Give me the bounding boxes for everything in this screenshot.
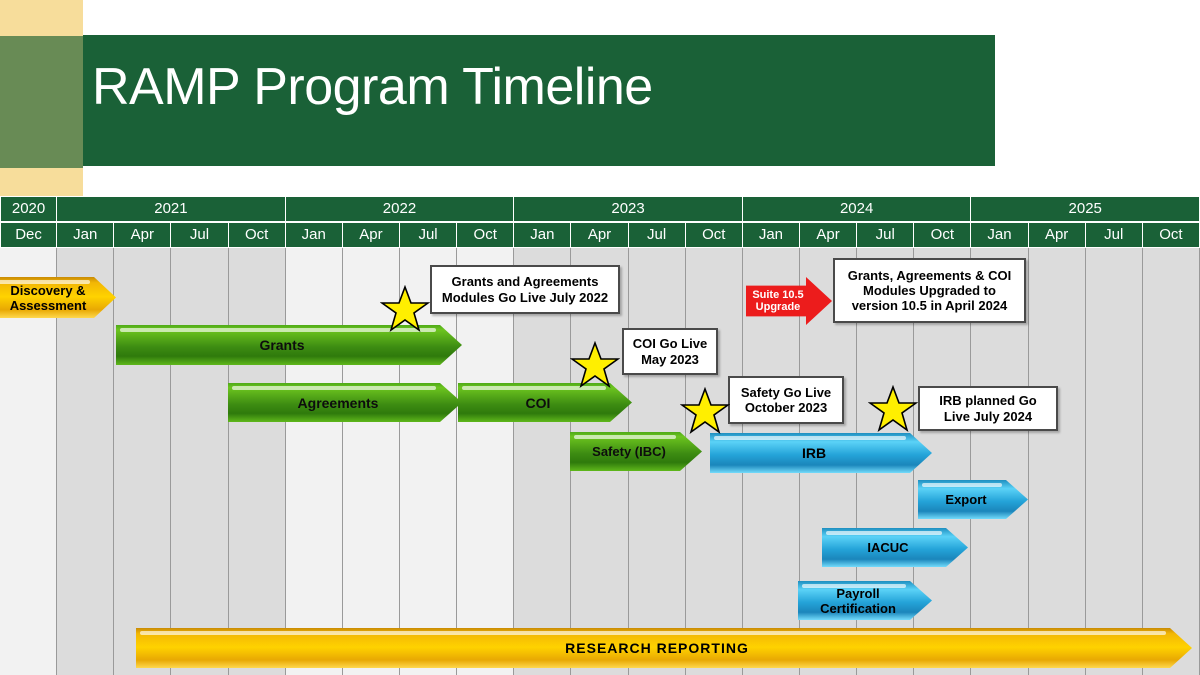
callout-coi-golive-line1: COI Go Live (632, 336, 708, 352)
bar-safety-label: Safety (IBC) (592, 444, 666, 459)
callout-upgrade-105-line1: Grants, Agreements & COI (847, 267, 1012, 283)
callout-upgrade-105-line2: Modules Upgraded to (863, 282, 996, 298)
timeline-month-2-Apr: Apr (114, 222, 172, 248)
timeline-month-7-Jul: Jul (400, 222, 458, 248)
bar-grants[interactable]: Grants (116, 325, 462, 365)
timeline-grid-column-3 (171, 248, 229, 675)
bar-payroll-certification[interactable]: Payroll Certification (798, 581, 932, 620)
timeline-grid-column-18 (1028, 248, 1086, 675)
bar-discovery-assessment[interactable]: Discovery & Assessment (0, 277, 116, 318)
callout-grants-agreements: Grants and Agreements Modules Go Live Ju… (430, 265, 620, 314)
bar-discovery-label-line1: Discovery & (10, 282, 86, 298)
callout-coi-golive-text: COI Go Live May 2023 (633, 336, 707, 367)
timeline-grid-column-9 (514, 248, 572, 675)
callout-grants-agreements-text: Grants and Agreements Modules Go Live Ju… (442, 274, 608, 305)
bar-discovery-label-line2: Assessment (9, 297, 87, 313)
bar-export[interactable]: Export (918, 480, 1028, 519)
timeline-grid-column-1 (57, 248, 115, 675)
timeline-month-20-Oct: Oct (1142, 222, 1200, 248)
timeline-month-6-Apr: Apr (342, 222, 400, 248)
timeline-month-1-Jan: Jan (57, 222, 115, 248)
timeline-month-19-Jul: Jul (1085, 222, 1143, 248)
timeline-grid-column-4 (228, 248, 286, 675)
timeline-month-12-Oct: Oct (685, 222, 743, 248)
milestone-star-coi (570, 341, 620, 391)
title-sage-block (0, 36, 83, 168)
callout-irb-golive-line2: Live July 2024 (943, 408, 1033, 424)
page-title: RAMP Program Timeline (92, 58, 653, 116)
callout-irb-golive-line1: IRB planned Go (939, 393, 1037, 409)
bar-suite-upgrade-label: Suite 10.5 Upgrade (752, 289, 825, 313)
timeline-year-2021: 2021 (57, 196, 286, 222)
timeline-year-2020: 2020 (0, 196, 58, 222)
callout-safety-golive-line1: Safety Go Live (740, 384, 832, 400)
bar-irb[interactable]: IRB (710, 433, 932, 473)
timeline-month-4-Oct: Oct (228, 222, 286, 248)
timeline-month-3-Jul: Jul (171, 222, 229, 248)
timeline-month-10-Apr: Apr (571, 222, 629, 248)
timeline-month-0-Dec: Dec (0, 222, 58, 248)
bar-agreements[interactable]: Agreements (228, 383, 462, 422)
timeline-grid-column-2 (114, 248, 172, 675)
callout-coi-golive: COI Go Live May 2023 (622, 328, 718, 375)
timeline-month-18-Apr: Apr (1028, 222, 1086, 248)
title-tan-strip-top (0, 0, 83, 36)
bar-coi-label: COI (525, 394, 551, 411)
title-tan-strip-bottom (0, 168, 83, 196)
bar-payroll-label: Payroll Certification (820, 585, 896, 616)
callout-safety-golive-text: Safety Go Live October 2023 (741, 385, 831, 416)
callout-safety-golive-line2: October 2023 (744, 400, 828, 415)
bar-irb-label: IRB (801, 445, 827, 461)
callout-upgrade-105: Grants, Agreements & COI Modules Upgrade… (833, 258, 1026, 323)
timeline-month-13-Jan: Jan (742, 222, 800, 248)
callout-upgrade-105-line3: version 10.5 in April 2024 (851, 298, 1008, 314)
timeline-month-14-Apr: Apr (800, 222, 858, 248)
milestone-star-grants (380, 285, 430, 335)
timeline-month-15-Jul: Jul (857, 222, 915, 248)
timeline-month-17-Jan: Jan (971, 222, 1029, 248)
title-banner (83, 35, 995, 166)
timeline-grid-column-6 (342, 248, 400, 675)
timeline-grid-column-20 (1142, 248, 1200, 675)
timeline-month-16-Oct: Oct (914, 222, 972, 248)
bar-agreements-label: Agreements (297, 394, 379, 411)
bar-suite-upgrade-line2: Upgrade (755, 301, 801, 313)
timeline-year-2024: 2024 (742, 196, 972, 222)
timeline-month-11-Jul: Jul (628, 222, 686, 248)
timeline-grid-column-19 (1085, 248, 1143, 675)
timeline-year-2022: 2022 (285, 196, 515, 222)
timeline-year-2023: 2023 (514, 196, 743, 222)
bar-export-label: Export (945, 492, 987, 507)
bar-suite-upgrade-line1: Suite 10.5 (752, 289, 804, 301)
bar-iacuc-label: IACUC (867, 540, 909, 555)
callout-irb-golive-text: IRB planned Go Live July 2024 (939, 393, 1037, 424)
timeline-grid-column-5 (285, 248, 343, 675)
timeline-grid-column-0 (0, 248, 58, 675)
timeline-grid-column-8 (457, 248, 515, 675)
bar-grants-label: Grants (259, 337, 305, 353)
timeline-year-2025: 2025 (971, 196, 1200, 222)
callout-grants-agreements-line1: Grants and Agreements (451, 274, 599, 290)
timeline-month-8-Oct: Oct (457, 222, 515, 248)
bar-discovery-label: Discovery & Assessment (10, 283, 101, 313)
callout-coi-golive-line2: May 2023 (641, 351, 699, 367)
bar-reporting-label: RESEARCH REPORTING (565, 640, 749, 656)
bar-research-reporting[interactable]: RESEARCH REPORTING (136, 628, 1192, 668)
bar-iacuc[interactable]: IACUC (822, 528, 968, 567)
callout-upgrade-105-text: Grants, Agreements & COI Modules Upgrade… (848, 268, 1012, 314)
callout-safety-golive: Safety Go Live October 2023 (728, 376, 844, 424)
bar-safety-ibc[interactable]: Safety (IBC) (570, 432, 702, 471)
callout-grants-agreements-line2: Modules Go Live July 2022 (441, 289, 609, 305)
timeline-month-5-Jan: Jan (285, 222, 343, 248)
timeline-month-9-Jan: Jan (514, 222, 572, 248)
milestone-star-irb (868, 385, 918, 435)
bar-coi[interactable]: COI (458, 383, 632, 422)
milestone-star-safety (680, 387, 730, 437)
callout-irb-golive: IRB planned Go Live July 2024 (918, 386, 1058, 431)
